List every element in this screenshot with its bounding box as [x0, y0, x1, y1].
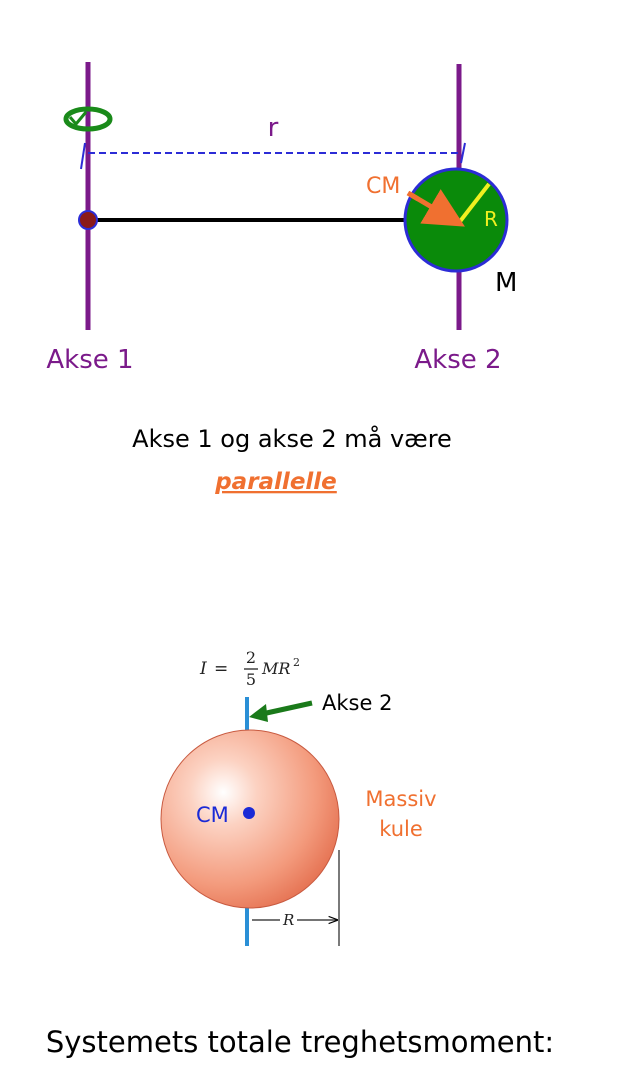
sphere-axis-label: Akse 2	[322, 691, 392, 715]
sphere-cm-dot	[243, 807, 255, 819]
cm-label: CM	[366, 174, 400, 199]
solid-sphere	[160, 729, 340, 909]
note-emphasis: parallelle	[214, 469, 337, 495]
formula-denominator: 5	[246, 670, 256, 689]
rotation-icon	[63, 106, 113, 132]
distance-tick-right	[460, 142, 466, 164]
sphere-radius-label: R	[282, 911, 294, 929]
formula-rhs: MR	[261, 659, 290, 678]
axis-1-label: Akse 1	[46, 345, 133, 375]
axis-pointer-arrowhead	[249, 704, 268, 722]
cm-arrow-tail	[406, 190, 420, 202]
pivot-point	[78, 210, 98, 230]
formula-lhs: I	[199, 659, 207, 679]
footer-text: Systemets totale treghetsmoment:	[46, 1025, 554, 1059]
formula-exponent: 2	[293, 656, 300, 669]
formula-numerator: 2	[246, 648, 256, 667]
sphere-type-line2: kule	[379, 817, 423, 841]
axis-2-label: Akse 2	[414, 345, 501, 375]
distance-label: r	[268, 113, 279, 143]
axis-pointer-arrow	[261, 700, 313, 717]
mass-label: M	[495, 268, 517, 298]
radius-label: R	[484, 207, 498, 231]
formula-eq: =	[214, 659, 228, 679]
rotation-tick-icon	[68, 111, 88, 127]
distance-tick-left	[80, 142, 86, 170]
note-text: Akse 1 og akse 2 må være	[132, 424, 452, 453]
sphere-type-line1: Massiv	[365, 787, 436, 811]
sphere-cm-label: CM	[196, 803, 229, 827]
